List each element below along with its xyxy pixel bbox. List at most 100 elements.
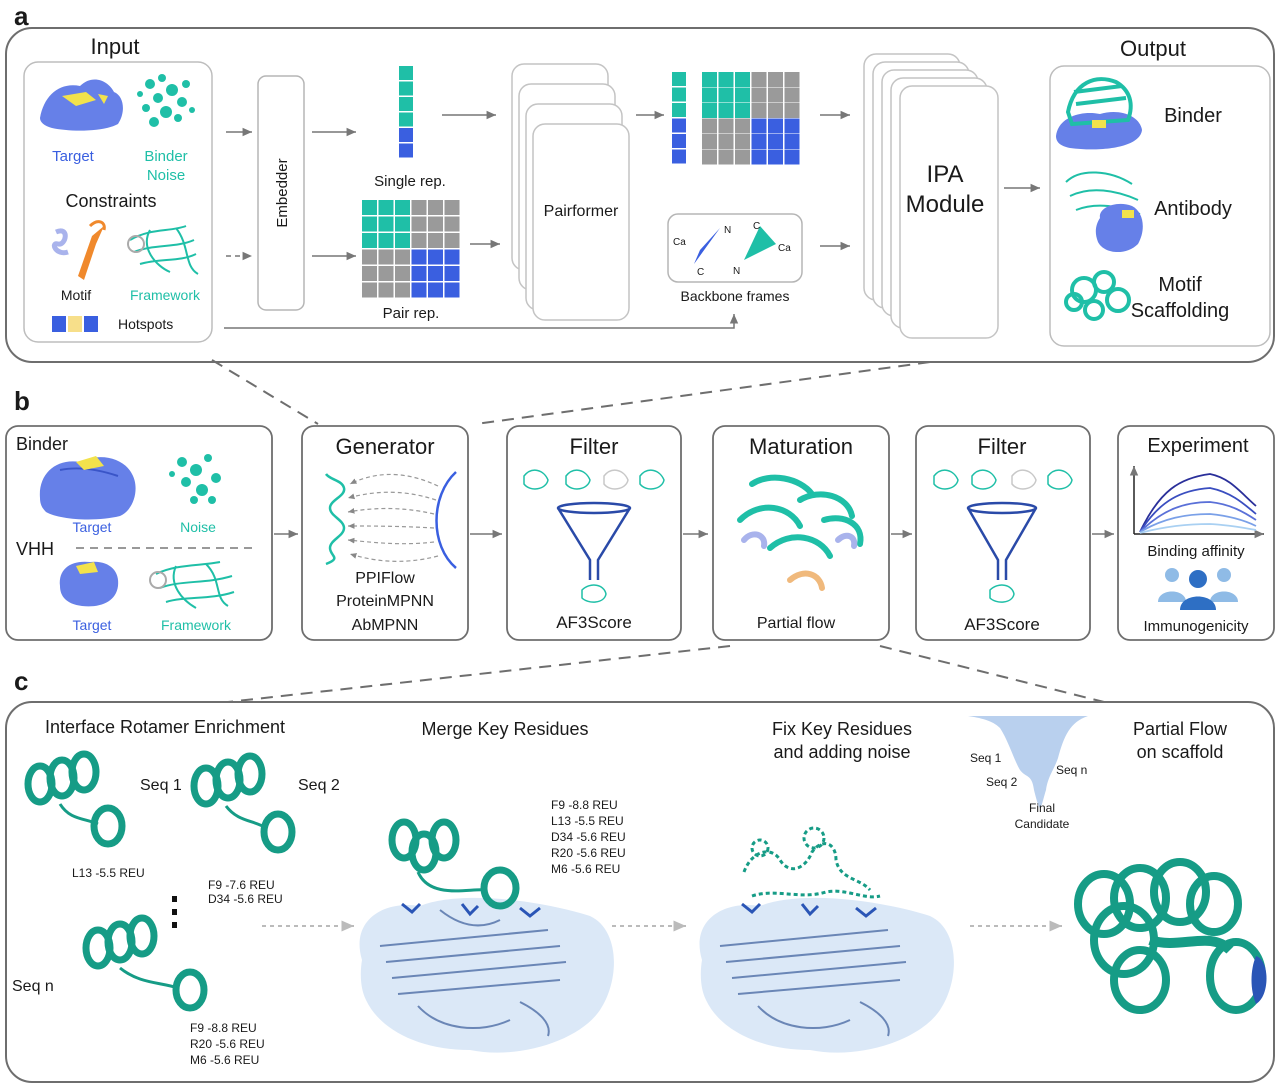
updated-pair-rep-cell [784,134,800,149]
step3-title-1: Fix Key Residues [772,719,912,739]
updated-pair-rep-cell [784,118,800,134]
updated-pair-rep-cell [718,118,734,134]
target-protein-image [40,79,123,131]
step2-energy-3: D34 -5.6 REU [551,830,626,844]
frame-triangle-teal [744,226,776,260]
atom-ca-1: Ca [673,237,686,248]
pair-rep-cell [362,216,377,232]
seqn-helix-image [82,914,208,1012]
updated-pair-rep-cell [718,103,734,118]
pairformer-label: Pairformer [544,203,619,220]
seq2-helix-image [190,752,296,854]
pair-rep-cell [428,216,443,232]
output-antibody-label: Antibody [1154,198,1232,220]
constraints-label: Constraints [65,191,156,211]
updated-single-rep [672,72,686,164]
maturation-caption: Partial flow [757,615,836,632]
updated-pair-rep-cell [768,87,783,103]
updated-pair-rep-cell [735,134,750,149]
pair-rep-cell [395,266,410,281]
updated-single-rep-cell [672,103,686,117]
output-box [1049,65,1271,347]
pair-rep-cell [395,200,410,215]
updated-pair-rep-cell [751,149,767,165]
updated-pair-rep-cell [768,149,783,165]
filter1-title: Filter [570,434,619,459]
backbone-frames-box [667,213,803,283]
final-candidate-label-1: Final [1029,801,1055,815]
binder-target-label: Target [73,519,112,535]
single-rep-column [399,66,413,158]
generator-box [301,425,469,641]
motif-label: Motif [61,287,91,303]
single-rep-cell [399,81,413,96]
pairformer-stack [511,63,630,321]
updated-pair-rep-cell [718,72,734,87]
pair-rep-cell [378,266,394,281]
filter2-title: Filter [978,434,1027,459]
step3-noisy-binder [742,826,881,899]
pair-rep-cell [428,282,443,298]
seq2-label: Seq 2 [298,777,340,794]
pair-rep-cell [428,200,443,215]
dist-seqn-label: Seq n [1056,763,1087,777]
ipa-label-2: Module [906,191,985,218]
updated-single-rep-cell [672,72,686,86]
step4-key-residue-highlight [1251,956,1267,1004]
pair-rep-cell [411,282,427,298]
updated-pair-rep-cell [768,72,783,87]
updated-pair-rep-cell [768,118,783,134]
atom-c-1: C [697,267,704,278]
dist-seq2-label: Seq 2 [986,775,1018,789]
pair-rep-cell [428,249,443,265]
step2-title: Merge Key Residues [421,719,588,739]
pair-rep-cell [411,249,427,265]
updated-pair-rep-cell [718,87,734,103]
vhh-label: VHH [16,539,54,559]
connector-b-left [227,645,731,703]
updated-pair-rep-cell [784,87,800,103]
pair-rep-cell [411,200,427,215]
pair-rep-cell [444,266,460,281]
updated-pair-rep-cell [702,118,717,134]
maturation-title: Maturation [749,434,853,459]
updated-pair-rep-cell [784,103,800,118]
pair-rep-cell [362,200,377,215]
step3-target-surface [699,897,954,1053]
seqn-energy-3: M6 -5.6 REU [190,1053,259,1067]
pair-rep-cell [444,200,460,215]
experiment-title: Experiment [1147,435,1249,457]
seqn-label: Seq n [12,978,54,995]
pair-rep-cell [428,266,443,281]
step3-scaffold-image [719,929,907,1037]
generator-tool-ppiflow: PPIFlow [355,570,415,587]
output-motif-image [1064,270,1131,321]
pair-rep-label: Pair rep. [383,305,440,322]
filter1-candidates [523,469,665,490]
pair-rep-cell [362,249,377,265]
embedder-label: Embedder [274,158,291,227]
ellipsis-dots [172,896,177,928]
single-rep-label: Single rep. [374,173,446,190]
filter1-box [506,425,682,641]
output-title: Output [1120,36,1186,61]
seq1-label: Seq 1 [140,777,182,794]
updated-pair-rep-cell [751,118,767,134]
updated-pair-rep-cell [702,149,717,165]
generator-tool-proteinmpnn: ProteinMPNN [336,593,434,610]
pair-rep-cell [362,233,377,248]
dist-seq1-label: Seq 1 [970,751,1002,765]
filter2-candidates [933,469,1073,490]
framework-image [127,225,199,275]
step4-title-1: Partial Flow [1133,719,1228,739]
panel-b-label: b [14,386,30,416]
pair-rep-cell [378,282,394,298]
vhh-framework-image [149,561,235,609]
step1-title: Interface Rotamer Enrichment [45,717,285,737]
filter2-funnel [966,501,1038,580]
panel-a-label: a [14,1,29,31]
step2-energy-5: M6 -5.6 REU [551,862,620,876]
pair-rep-cell [444,216,460,232]
updated-pair-rep-cell [702,72,717,87]
single-rep-cell [399,97,413,111]
